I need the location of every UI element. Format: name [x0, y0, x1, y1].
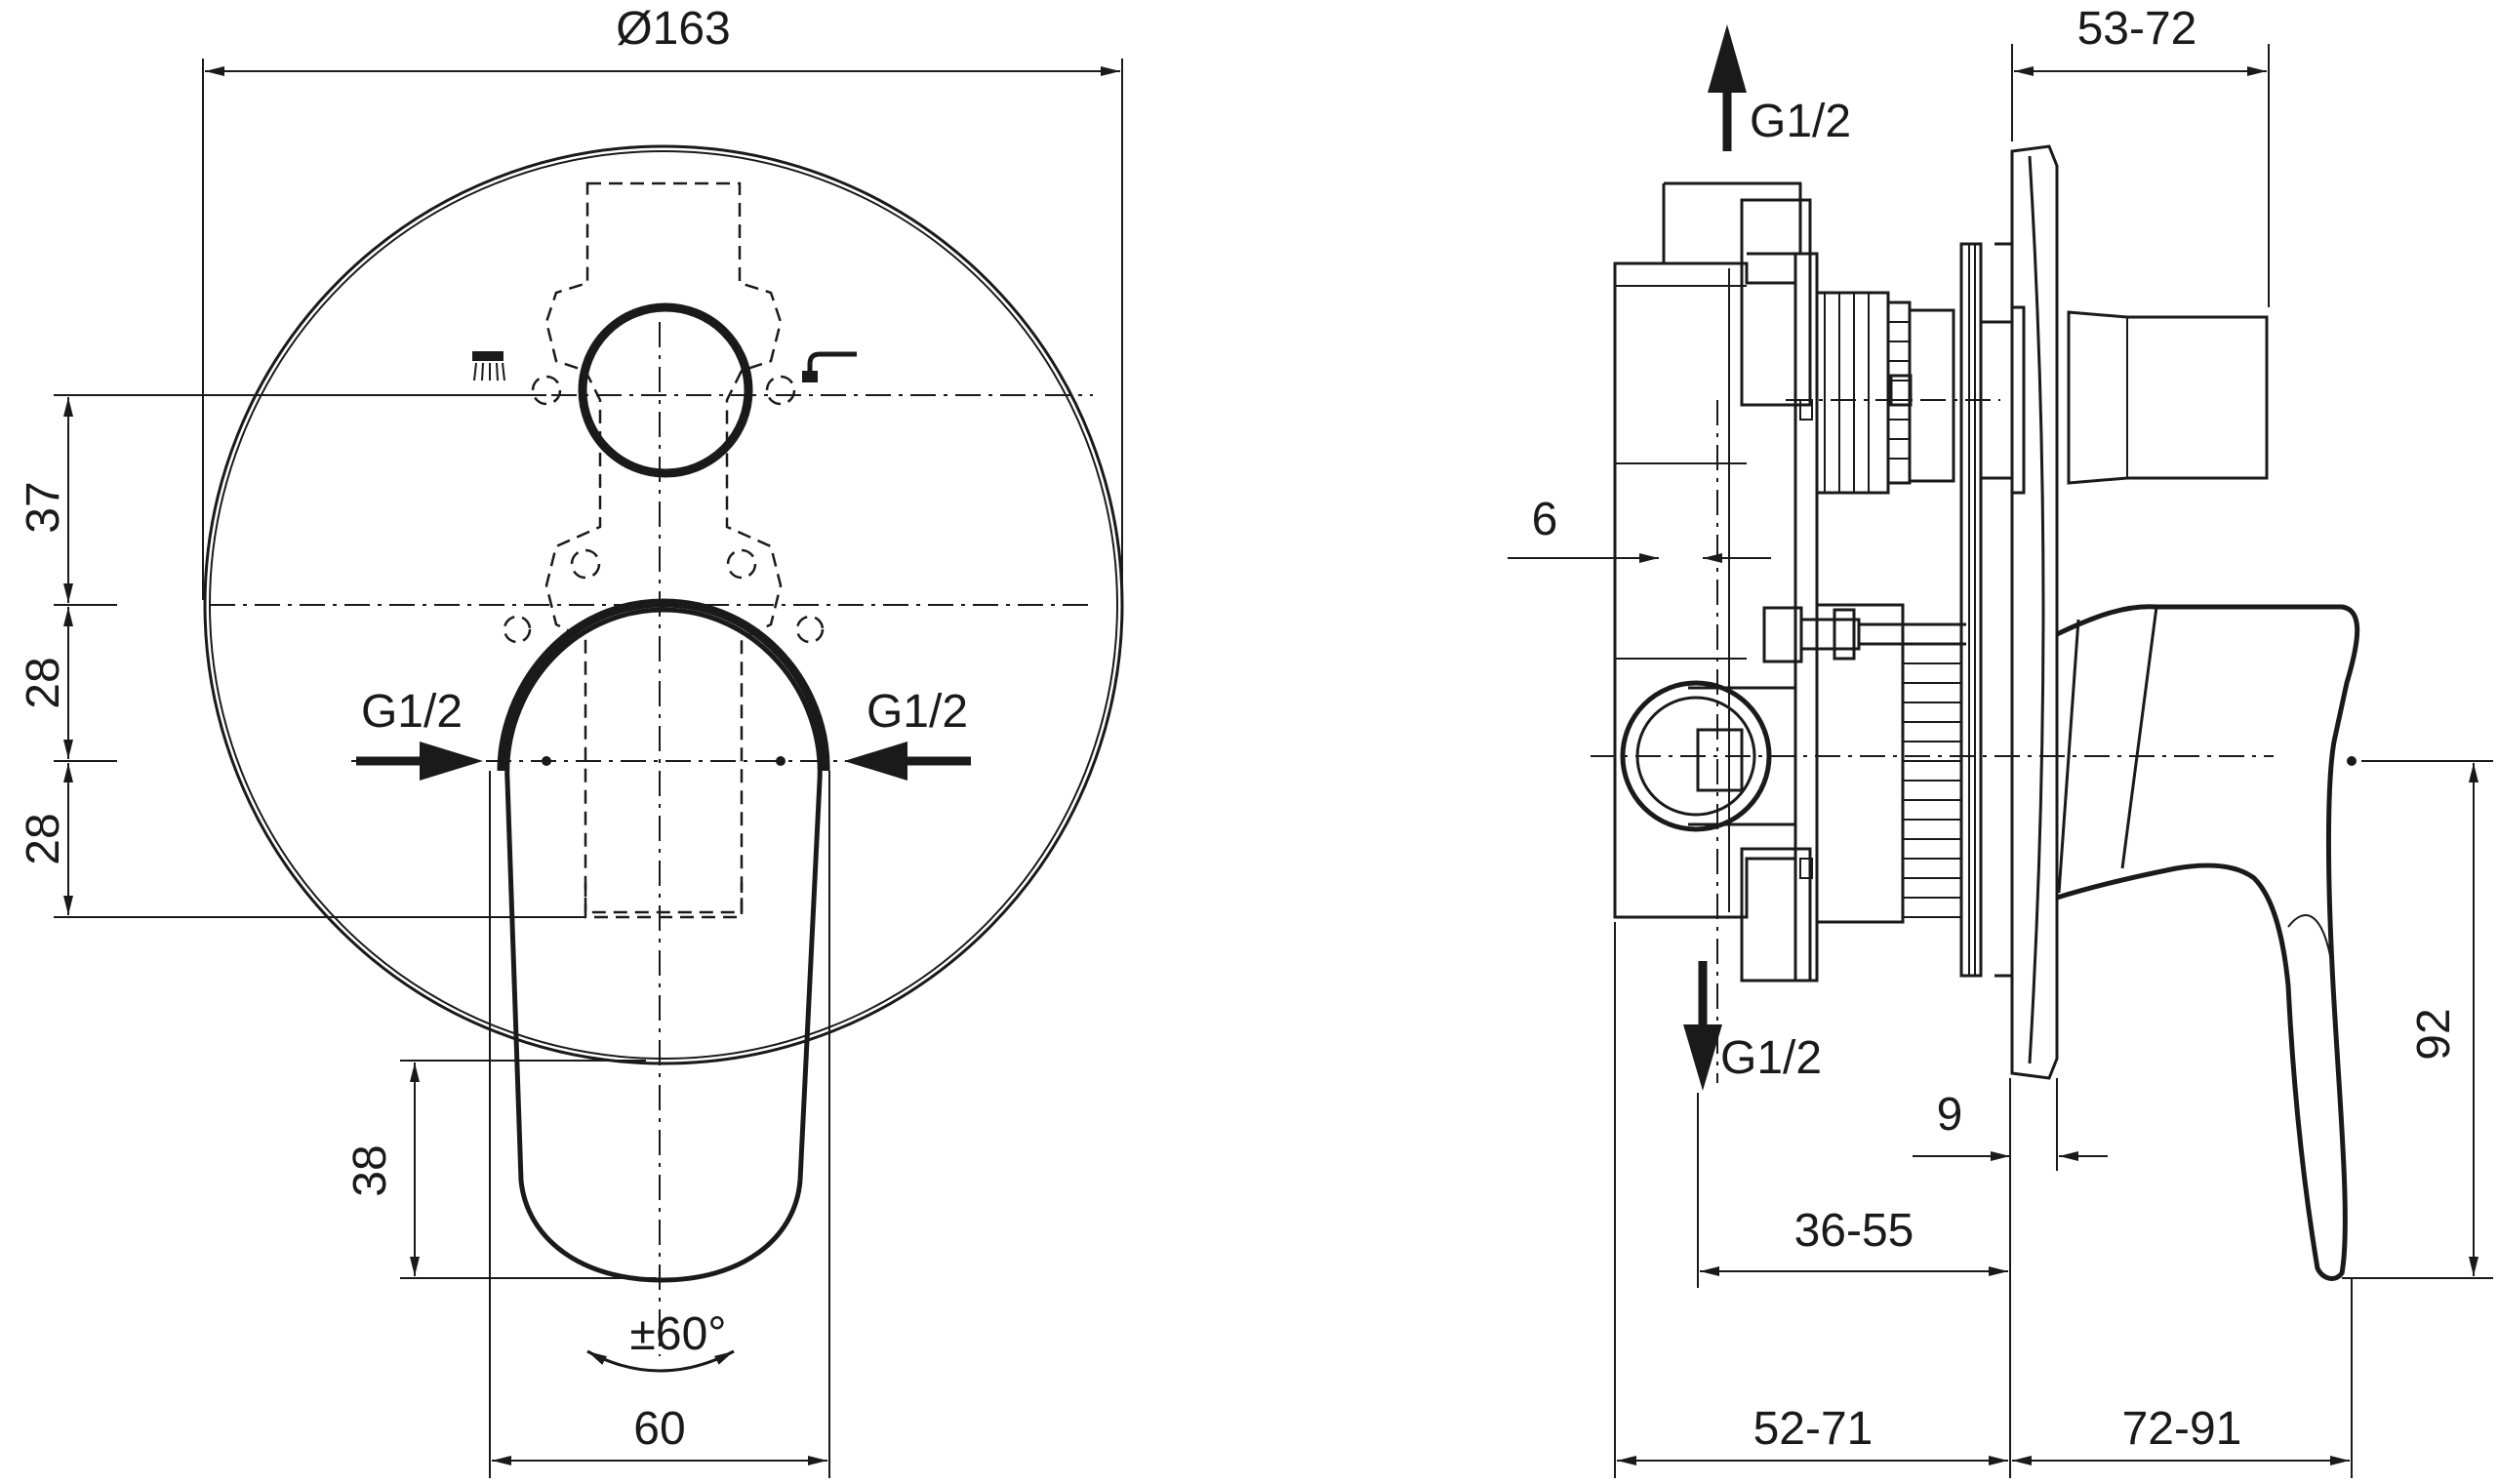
- dim-wall-gap: 6: [1532, 494, 1558, 545]
- shower-head-icon: [472, 351, 505, 381]
- diverter-knob-side: [2067, 310, 2269, 485]
- dim-top-offset: 37: [18, 481, 69, 533]
- valve-body: [1613, 261, 1797, 919]
- lever-handle[interactable]: [504, 607, 823, 1283]
- dim-plate-gap: 9: [1937, 1089, 1963, 1141]
- dim-center-gap: 28: [18, 657, 69, 708]
- cover-plate-side: [2010, 144, 2059, 1080]
- lever-side[interactable]: [2055, 604, 2360, 1281]
- dim-box-depth-top: 53-72: [2077, 3, 2197, 55]
- label-inlet-left: G1/2: [361, 686, 463, 738]
- dim-lever-projection: 72-91: [2122, 1403, 2242, 1455]
- dim-lever-height: 92: [2408, 1008, 2460, 1060]
- label-outlet-bottom: G1/2: [1720, 1032, 1822, 1084]
- dim-lower-offset: 28: [18, 813, 69, 864]
- dim-diameter: Ø163: [616, 3, 730, 55]
- label-outlet-top: G1/2: [1750, 96, 1851, 147]
- diverter-knob: [578, 302, 753, 478]
- hidden-valve-body-outline: [544, 181, 783, 914]
- side-view: G1/2 G1/2 53-72 6 9 36-55 52-71 72-91 92: [1508, 3, 2493, 1478]
- cover-plate: [203, 144, 1124, 1065]
- label-inlet-right: G1/2: [866, 686, 968, 738]
- dim-rotation: ±60°: [630, 1308, 727, 1360]
- dim-install-depth: 36-55: [1794, 1205, 1914, 1257]
- connector-nut: [1620, 680, 1772, 832]
- front-view: Ø163 37 28 28 38 ±60° 60 G1/2 G1/2: [18, 3, 1124, 1478]
- dim-box-depth: 52-71: [1753, 1403, 1874, 1455]
- bath-spout-icon: [802, 351, 857, 382]
- dim-lever-width: 60: [633, 1403, 685, 1455]
- dim-lever-length: 38: [344, 1144, 396, 1196]
